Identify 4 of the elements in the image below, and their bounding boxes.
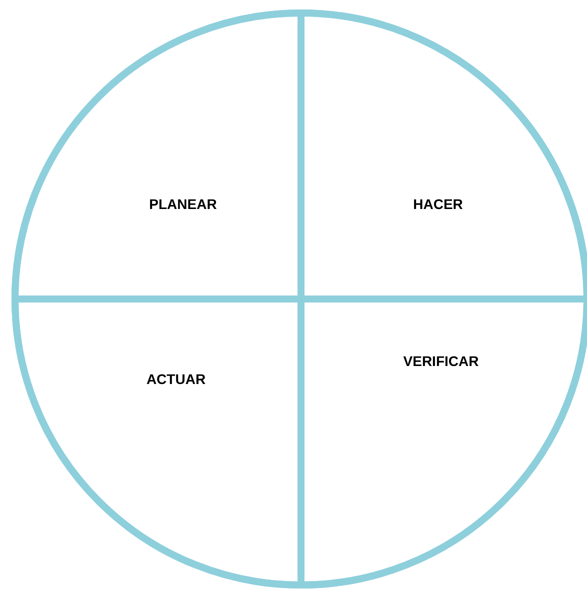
quadrant-label: ACTUAR xyxy=(146,371,206,387)
quadrant-label: PLANEAR xyxy=(149,196,217,212)
quadrant-label: HACER xyxy=(413,196,463,212)
quadrant-label: VERIFICAR xyxy=(403,353,479,369)
